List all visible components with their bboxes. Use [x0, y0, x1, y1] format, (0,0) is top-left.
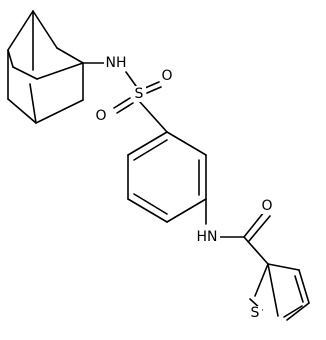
bond	[267, 263, 279, 317]
bond	[254, 263, 269, 297]
carbonyl-oxygen-label: O	[261, 198, 272, 214]
bond	[127, 131, 168, 156]
bond	[139, 101, 168, 133]
thiophene-sulfur-label: S	[251, 305, 260, 321]
bond	[146, 86, 162, 94]
sulfonyl-oxygen-top-label: O	[161, 68, 172, 84]
bond	[286, 302, 310, 321]
bond	[32, 10, 58, 49]
bond	[125, 71, 137, 87]
sulfonyl-sulfur-label: S	[135, 86, 144, 102]
benzene-ring	[127, 131, 207, 223]
bond	[243, 211, 265, 238]
amide-nh-label: HN	[197, 229, 218, 245]
bond	[116, 102, 134, 114]
bond	[248, 215, 271, 242]
bond	[166, 198, 207, 223]
sulfonyl-oxygen-left-label: O	[95, 108, 106, 124]
bond	[294, 275, 304, 303]
amine-nh-label: NH	[106, 55, 127, 71]
bond	[283, 305, 303, 318]
bond	[144, 81, 160, 89]
bond	[29, 83, 37, 124]
bond	[298, 269, 310, 304]
bond	[7, 98, 37, 124]
bond	[243, 236, 269, 265]
bond	[7, 49, 14, 68]
adamantyl-group	[7, 10, 84, 124]
bond	[12, 66, 38, 80]
bond	[127, 198, 168, 223]
bond	[133, 139, 168, 161]
bond	[35, 99, 84, 124]
bond	[7, 10, 34, 51]
bond	[267, 263, 300, 271]
bond	[36, 62, 84, 80]
bond	[166, 131, 207, 156]
bond	[113, 97, 131, 109]
bond	[133, 193, 168, 215]
bond	[56, 47, 84, 64]
